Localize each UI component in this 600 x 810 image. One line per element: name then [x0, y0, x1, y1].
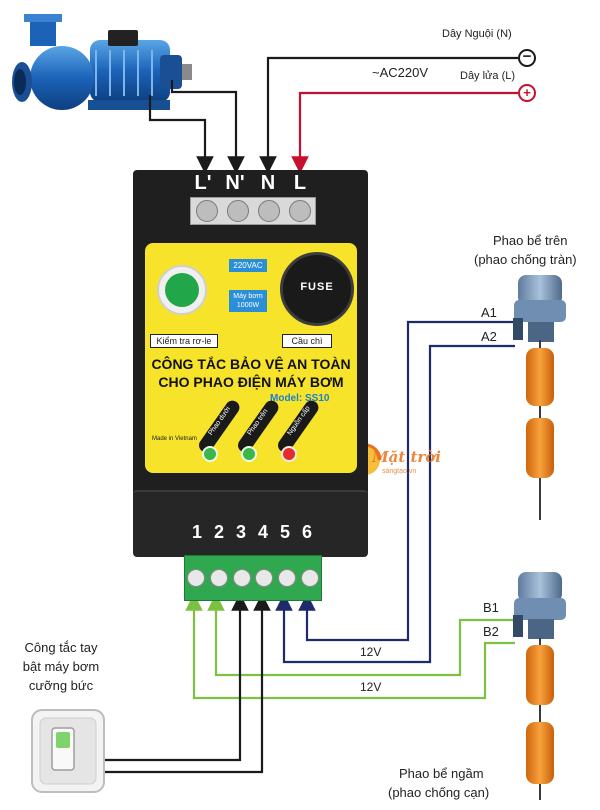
model-label: Model: SS10: [270, 393, 330, 404]
green-wire-voltage: 12V: [360, 680, 382, 694]
device-title-line1: CÔNG TẮC BẢO VỆ AN TOÀN: [151, 356, 351, 372]
live-terminal-symbol: [518, 84, 536, 102]
top-terminal-label: N: [260, 172, 276, 194]
fuse-text: FUSE: [300, 281, 334, 293]
neutral-wire-label: Dây Nguội (N): [442, 28, 512, 40]
screw-icon[interactable]: [288, 200, 311, 222]
top-terminal-block: [190, 197, 316, 225]
fuse-holder[interactable]: FUSE: [280, 252, 354, 326]
live-wire-label: Dây lửa (L): [460, 70, 516, 82]
test-relay-button[interactable]: [157, 265, 207, 315]
device-lower-section: [133, 490, 368, 557]
watermark-sub: sángtạo.vn: [382, 468, 417, 475]
upper-float-subtitle: (phao chống tràn): [474, 252, 577, 267]
lower-float-subtitle: (phao chống cạn): [388, 785, 490, 800]
screw-icon[interactable]: [232, 569, 251, 587]
voltage-label: ~AC220V: [372, 65, 429, 80]
red-led-icon: [281, 446, 297, 462]
green-led-icon: [202, 446, 218, 462]
screw-icon[interactable]: [187, 569, 206, 587]
wire-b2-label: B2: [483, 624, 499, 639]
screw-icon[interactable]: [255, 569, 274, 587]
bottom-terminal-label: 3: [235, 522, 246, 542]
manual-switch-line2: bật máy bơm: [22, 659, 100, 674]
lower-float-wires: [185, 593, 515, 700]
wire-b1-label: B1: [483, 600, 499, 615]
upper-float-switch: [513, 275, 566, 520]
screw-icon[interactable]: [257, 200, 280, 222]
manual-switch-line1: Công tắc tay: [24, 640, 98, 655]
lower-float-switch: [513, 572, 566, 800]
wire-a1-label: A1: [481, 305, 497, 320]
bottom-terminal-label: 2: [213, 522, 224, 542]
top-wires: [148, 56, 518, 174]
power-badge: Máy bơm 1000W: [229, 290, 267, 312]
test-button-label: Kiểm tra rơ-le: [150, 334, 218, 348]
screw-icon[interactable]: [195, 200, 218, 222]
bottom-terminal-label: 1: [191, 522, 202, 542]
made-in-label: Made in Vietnam: [152, 436, 197, 442]
fuse-label: Cầu chì: [282, 334, 332, 348]
bottom-terminal-label: 4: [257, 522, 268, 542]
lower-float-title: Phao bể ngầm: [399, 766, 484, 781]
screw-icon[interactable]: [300, 569, 319, 587]
screw-icon[interactable]: [277, 569, 296, 587]
manual-switch-wires: [100, 593, 271, 774]
device-title-line2: CHO PHAO ĐIỆN MÁY BƠM: [158, 374, 344, 390]
water-pump-illustration: [12, 14, 192, 110]
screw-icon[interactable]: [226, 200, 249, 222]
blue-wire-voltage: 12V: [360, 645, 382, 659]
top-terminal-label: N': [225, 172, 245, 194]
bottom-terminal-label: 5: [279, 522, 290, 542]
watermark-brand: Mặt trời: [372, 448, 442, 466]
top-terminal-label: L: [293, 172, 307, 194]
manual-switch-illustration: [31, 709, 105, 793]
bottom-terminal-label: 6: [301, 522, 312, 542]
plus-icon: +: [523, 85, 531, 100]
green-button-icon: [165, 273, 199, 307]
upper-float-title: Phao bể trên: [493, 233, 568, 248]
screw-icon[interactable]: [209, 569, 228, 587]
bottom-terminal-block: [184, 555, 322, 601]
manual-switch-line3: cưỡng bức: [28, 678, 94, 693]
green-led-icon: [241, 446, 257, 462]
voltage-badge: 220VAC: [229, 259, 267, 272]
minus-icon: −: [522, 48, 532, 65]
top-terminal-label: L': [194, 172, 212, 194]
upper-float-wires: [275, 320, 515, 664]
wire-a2-label: A2: [481, 329, 497, 344]
neutral-terminal-symbol: [518, 49, 536, 67]
